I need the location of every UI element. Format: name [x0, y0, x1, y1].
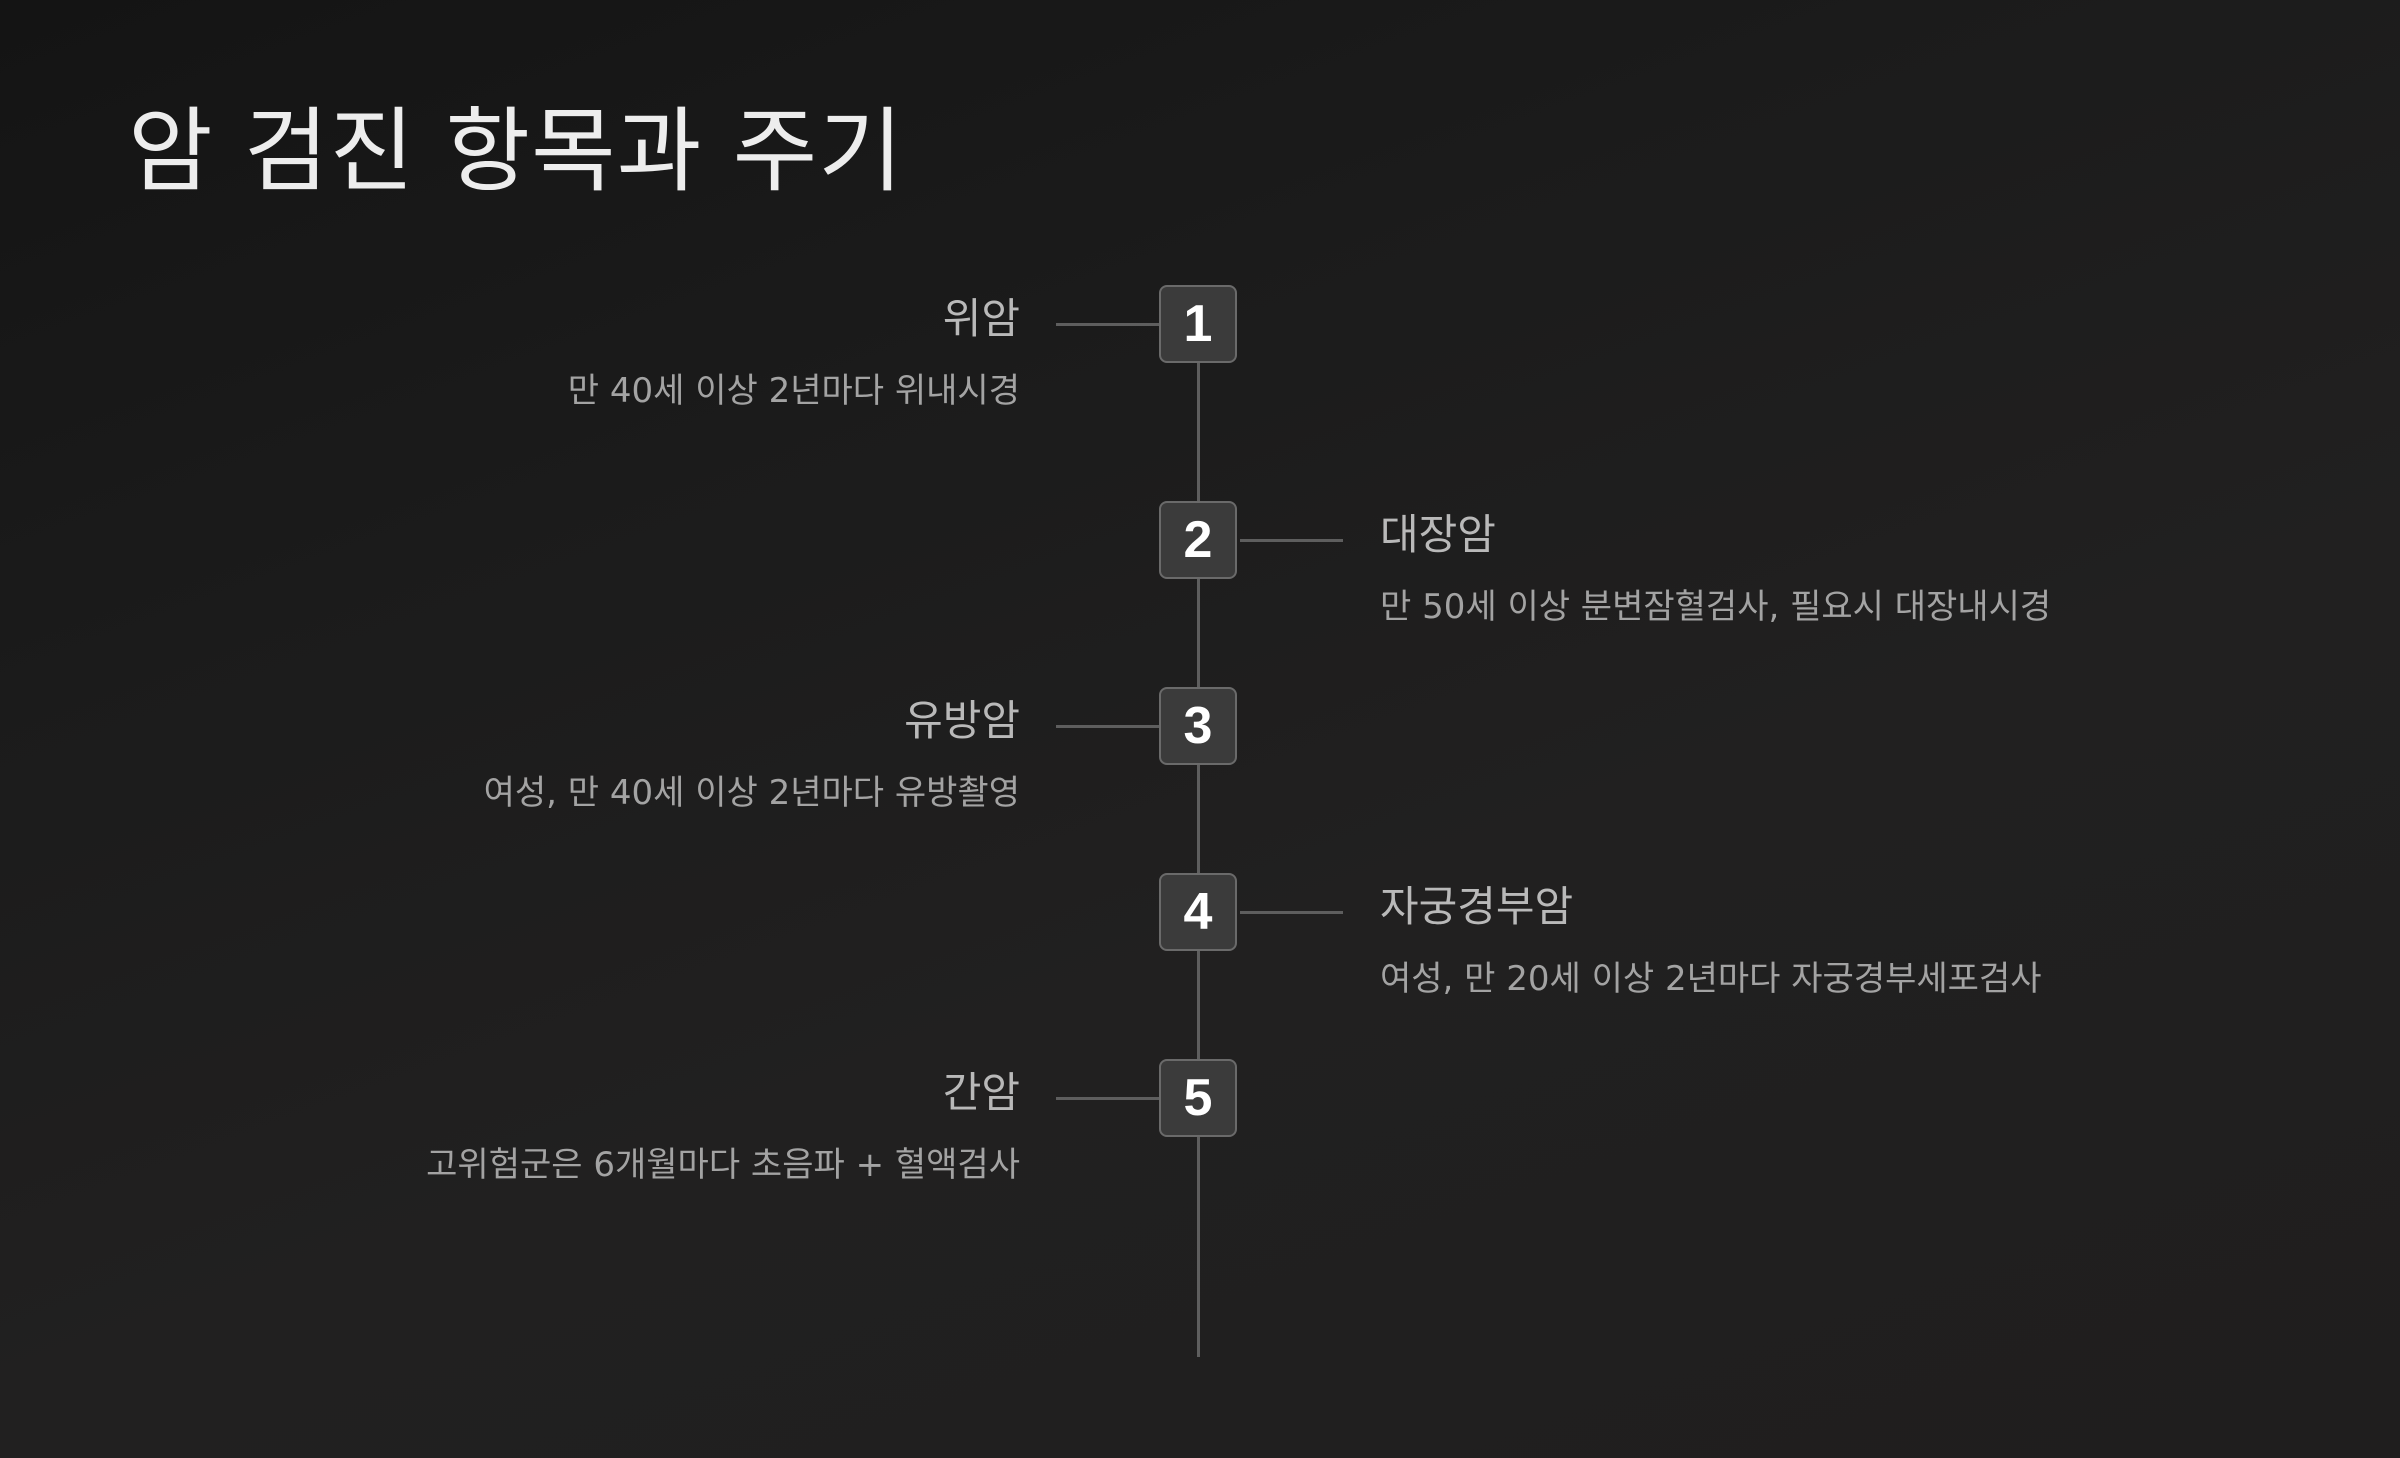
step-title: 유방암	[904, 696, 1020, 745]
timeline-step-4: 4 자궁경부암 여성, 만 20세 이상 2년마다 자궁경부세포검사	[0, 873, 2400, 999]
step-connector	[1056, 725, 1159, 728]
timeline-axis-line	[1197, 325, 1200, 1357]
step-number-badge: 3	[1159, 687, 1237, 765]
step-number-badge: 4	[1159, 873, 1237, 951]
step-description: 고위험군은 6개월마다 초음파 + 혈액검사	[426, 1145, 1020, 1185]
step-title: 대장암	[1380, 510, 1496, 559]
step-number-badge: 1	[1159, 285, 1237, 363]
step-title: 위암	[942, 294, 1020, 343]
timeline-step-5: 5 간암 고위험군은 6개월마다 초음파 + 혈액검사	[0, 1059, 2400, 1185]
step-connector	[1056, 1097, 1159, 1100]
step-description: 만 40세 이상 2년마다 위내시경	[567, 371, 1020, 411]
step-number-badge: 5	[1159, 1059, 1237, 1137]
timeline-step-1: 1 위암 만 40세 이상 2년마다 위내시경	[0, 285, 2400, 411]
step-title: 자궁경부암	[1380, 882, 1574, 931]
step-connector	[1240, 539, 1343, 542]
timeline-step-2: 2 대장암 만 50세 이상 분변잠혈검사, 필요시 대장내시경	[0, 501, 2400, 627]
step-title: 간암	[942, 1068, 1020, 1117]
step-connector	[1056, 323, 1159, 326]
page-title: 암 검진 항목과 주기	[128, 98, 904, 205]
timeline-step-3: 3 유방암 여성, 만 40세 이상 2년마다 유방촬영	[0, 687, 2400, 813]
step-number-badge: 2	[1159, 501, 1237, 579]
step-description: 여성, 만 20세 이상 2년마다 자궁경부세포검사	[1380, 959, 2042, 999]
step-description: 만 50세 이상 분변잠혈검사, 필요시 대장내시경	[1380, 587, 2052, 627]
step-description: 여성, 만 40세 이상 2년마다 유방촬영	[483, 773, 1020, 813]
step-connector	[1240, 911, 1343, 914]
